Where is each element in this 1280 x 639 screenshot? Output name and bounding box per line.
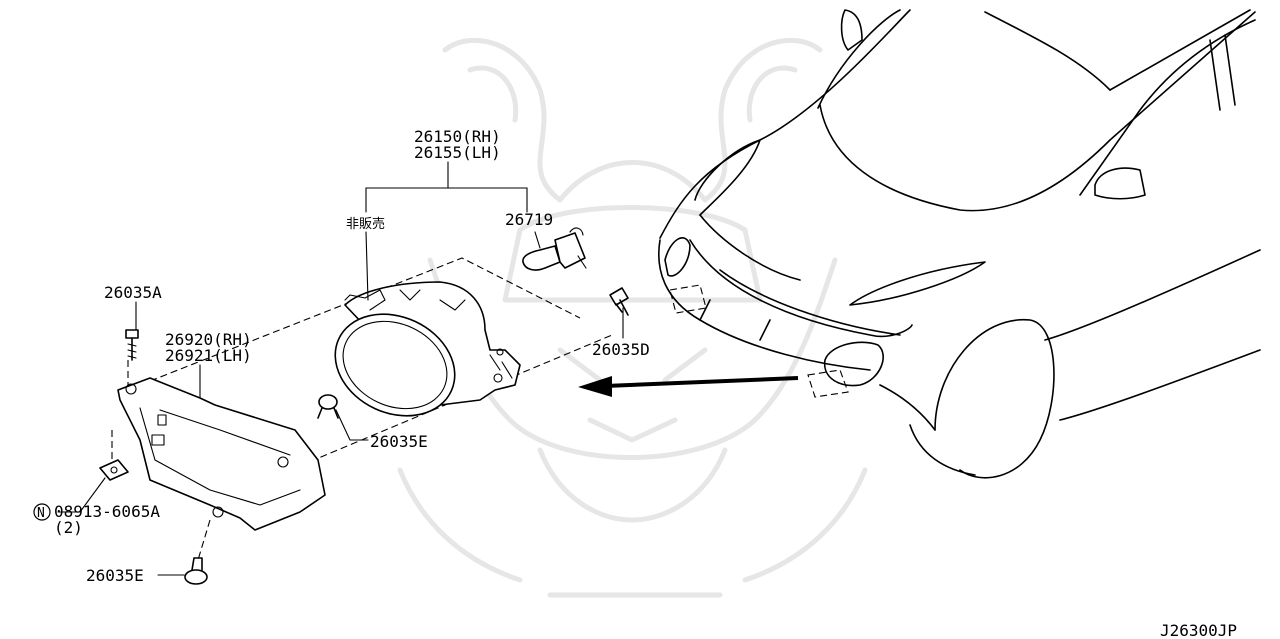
location-arrow (578, 376, 799, 397)
leader-lines (57, 161, 624, 576)
label-lamp-lh: 26155(LH) (414, 143, 501, 162)
label-bracket-rh: 26920(RH) (165, 330, 252, 349)
nut-symbol-icon: N (33, 503, 51, 521)
diagram-code: J26300JP (1160, 621, 1237, 639)
label-bracket-lh: 26921(LH) (165, 346, 252, 365)
vehicle-front-view (658, 9, 1261, 479)
label-not-sold: 非販売 (346, 216, 385, 232)
fog-lamp-assembly (334, 281, 521, 417)
bolt-26035a (125, 329, 139, 361)
label-lamp-rh: 26150(RH) (414, 127, 501, 146)
nut-08913-6065a (99, 459, 129, 481)
label-nut-symbol: N (37, 506, 45, 521)
label-bolt-a: 26035A (104, 283, 162, 302)
clip-26035e-upper (317, 394, 339, 419)
label-clip-e-lower: 26035E (86, 566, 144, 585)
screw-26035d (609, 287, 629, 316)
clip-26035e-lower (184, 557, 208, 585)
label-nut: 08913-6065A (54, 502, 160, 521)
fog-lamp-bulb (522, 227, 587, 271)
samurai-helmet-watermark-icon (397, 37, 868, 598)
label-clip-e-upper: 26035E (370, 432, 428, 451)
label-nut-qty: (2) (54, 518, 83, 537)
label-screw-d: 26035D (592, 340, 650, 359)
fog-lamp-bracket (117, 377, 326, 531)
assembly-guide-lines (111, 257, 613, 561)
label-bulb: 26719 (505, 210, 553, 229)
